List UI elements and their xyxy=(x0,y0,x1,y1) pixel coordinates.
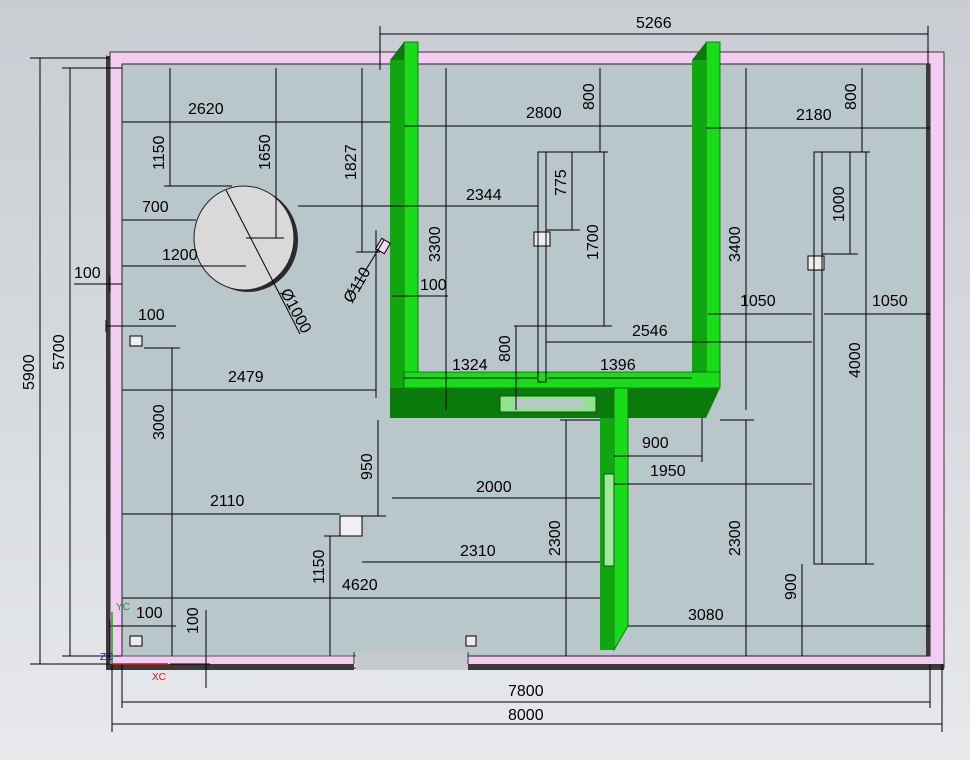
channel-right-wall xyxy=(705,41,721,402)
dim-4000: 4000 xyxy=(847,342,864,378)
axis-label-xc: XC xyxy=(152,672,166,683)
small-fixture-left-upper xyxy=(129,335,143,347)
dim-2300-right: 2300 xyxy=(727,520,744,556)
dim-3080: 3080 xyxy=(688,607,724,624)
axis-label-zc: ZC xyxy=(100,652,113,663)
fixture-center-box xyxy=(533,231,551,247)
dim-100-left-top: 100 xyxy=(74,265,101,282)
dim-3400: 3400 xyxy=(727,226,744,262)
right-wall-dark xyxy=(926,64,930,656)
fixture-mid-box xyxy=(339,515,363,537)
dim-800-top-mid: 800 xyxy=(581,83,598,110)
small-fixture-bottom xyxy=(465,635,477,647)
dim-100-bottom-left: 100 xyxy=(136,605,163,622)
dim-1000-right: 1000 xyxy=(831,186,848,222)
room-shell xyxy=(106,51,945,670)
tank-top xyxy=(193,185,295,291)
axis-label-yc: YC xyxy=(116,602,130,613)
dim-5700: 5700 xyxy=(51,334,68,370)
dim-1950: 1950 xyxy=(650,463,686,480)
dim-900-channel: 900 xyxy=(642,435,669,452)
dim-100-bottom-vertical: 100 xyxy=(185,607,202,634)
bottom-wall-dark xyxy=(110,664,354,670)
dim-1827: 1827 xyxy=(343,144,360,180)
dim-1650: 1650 xyxy=(257,134,274,170)
dim-1150-top: 1150 xyxy=(151,135,168,170)
channel-left-wall-front xyxy=(390,60,404,418)
dim-1050-left: 1050 xyxy=(740,293,776,310)
dim-2800: 2800 xyxy=(526,105,562,122)
left-wall-dark xyxy=(106,56,110,670)
dim-100-left-fixture: 100 xyxy=(138,307,165,324)
dim-2620: 2620 xyxy=(188,101,224,118)
channel-left-wall xyxy=(403,41,419,402)
dim-2000: 2000 xyxy=(476,479,512,496)
dim-950: 950 xyxy=(359,453,376,480)
channel-right-wall-front xyxy=(692,60,706,418)
dim-1050-right: 1050 xyxy=(872,293,908,310)
channel-leg-slot xyxy=(603,473,615,567)
dim-775: 775 xyxy=(553,169,570,196)
fixture-right-box xyxy=(807,255,825,271)
dim-800-slot: 800 xyxy=(497,335,514,362)
dim-1700: 1700 xyxy=(585,224,602,260)
dim-800-top-right: 800 xyxy=(843,83,860,110)
dim-1396: 1396 xyxy=(600,357,636,374)
dimension-lines xyxy=(30,26,943,732)
dim-8000: 8000 xyxy=(508,707,544,724)
dim-100-channel: 100 xyxy=(420,277,447,294)
dim-2110: 2110 xyxy=(210,493,245,510)
door-gap-bottom xyxy=(356,652,468,670)
dim-3300: 3300 xyxy=(427,226,444,262)
small-fixture-left-lower xyxy=(129,635,143,647)
dim-2310: 2310 xyxy=(460,543,496,560)
dim-1324: 1324 xyxy=(452,357,488,374)
channel-bottom-wall-top xyxy=(403,371,721,389)
dim-1150-lower: 1150 xyxy=(311,549,328,584)
floor-area xyxy=(121,63,931,657)
dim-900-right-lower: 900 xyxy=(783,573,800,600)
dim-2546: 2546 xyxy=(632,323,668,340)
channel-leg-top xyxy=(613,387,629,652)
pipe-fixture-tilted xyxy=(374,237,392,255)
dim-2300-center: 2300 xyxy=(547,520,564,556)
dim-5266: 5266 xyxy=(636,15,672,32)
dim-2479: 2479 xyxy=(228,369,264,386)
dim-3000: 3000 xyxy=(151,404,168,440)
dim-700: 700 xyxy=(142,199,169,216)
coordinate-triad: YC XC ZC xyxy=(100,602,168,683)
bottom-wall-right-dark xyxy=(468,664,944,670)
dim-1200: 1200 xyxy=(162,247,198,264)
dim-2344: 2344 xyxy=(466,187,502,204)
channel-slot-inner xyxy=(514,400,584,408)
dim-7800: 7800 xyxy=(508,683,544,700)
green-channel xyxy=(390,41,721,652)
dim-2180: 2180 xyxy=(796,107,832,124)
dim-5900: 5900 xyxy=(21,354,38,390)
dim-4620: 4620 xyxy=(342,577,378,594)
